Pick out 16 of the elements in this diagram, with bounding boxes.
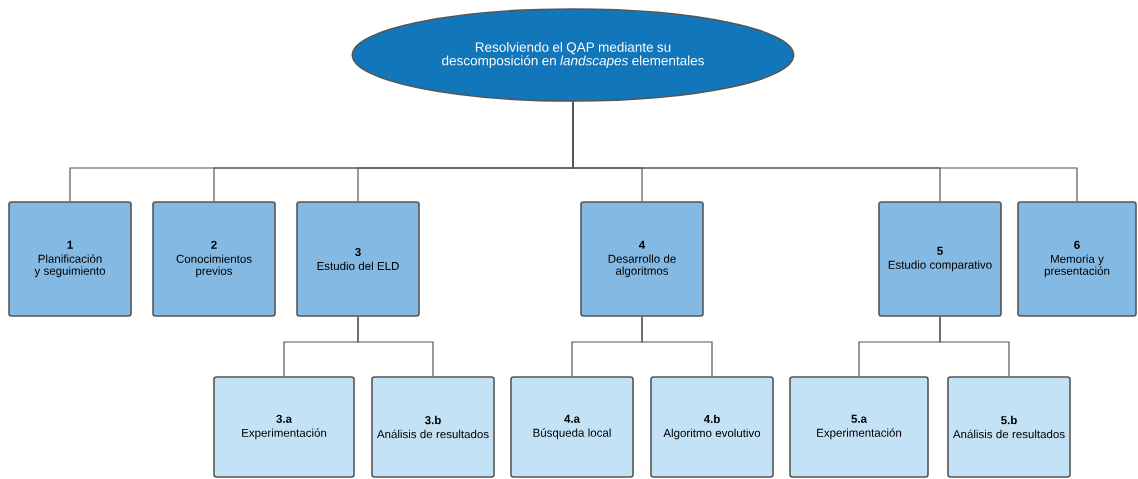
task-box: 3.b Análisis de resultados (371, 376, 495, 478)
task-box: 4 Desarrollo de algoritmos (580, 201, 704, 317)
task-box: 5.b Análisis de resultados (947, 376, 1071, 478)
task-box: 4.b Algoritmo evolutivo (650, 376, 774, 478)
connector-line (641, 316, 713, 377)
task-box: 6 Memoria y presentación (1017, 201, 1137, 317)
connector-line (939, 316, 1010, 377)
connector-line (572, 101, 1078, 202)
task-box: 1 Planificación y seguimiento (8, 201, 132, 317)
task-box: 4.a Búsqueda local (510, 376, 634, 478)
task-box: 5 Estudio comparativo (878, 201, 1002, 317)
task-box: 2 Conocimientos previos (152, 201, 276, 317)
task-box: 5.a Experimentación (789, 376, 929, 478)
task-box: 3 Estudio del ELD (296, 201, 420, 317)
connector-line (357, 316, 434, 377)
task-box: 3.a Experimentación (213, 376, 355, 478)
